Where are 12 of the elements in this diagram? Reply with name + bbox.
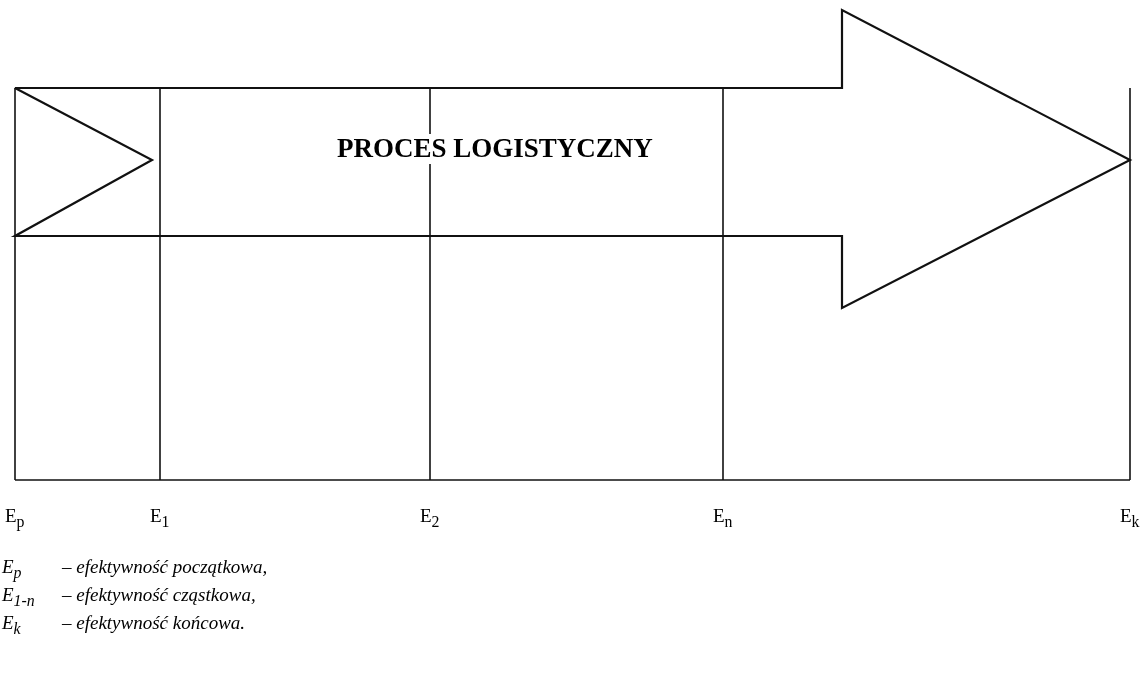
axis-label: E$_{2}$ [420,505,440,531]
axis-label: E$_{n}$ [713,505,733,531]
symbol-label: E$_{k}$ [2,612,21,638]
definition-text: – efektywność końcowa. [62,612,246,634]
axis-label: E$_{p}$ [5,505,25,531]
axis-label: E$_{k}$ [1120,505,1140,531]
symbol-label: E$_{p}$ [2,556,22,582]
definition-text: – efektywność początkowa, [62,556,268,578]
process-title: PROCES LOGISTYCZNY [335,134,655,164]
definition-text: – efektywność cząstkowa, [62,584,256,606]
symbol-label: E$_{1-n}$ [2,584,35,610]
axis-label: E$_{1}$ [150,505,170,531]
